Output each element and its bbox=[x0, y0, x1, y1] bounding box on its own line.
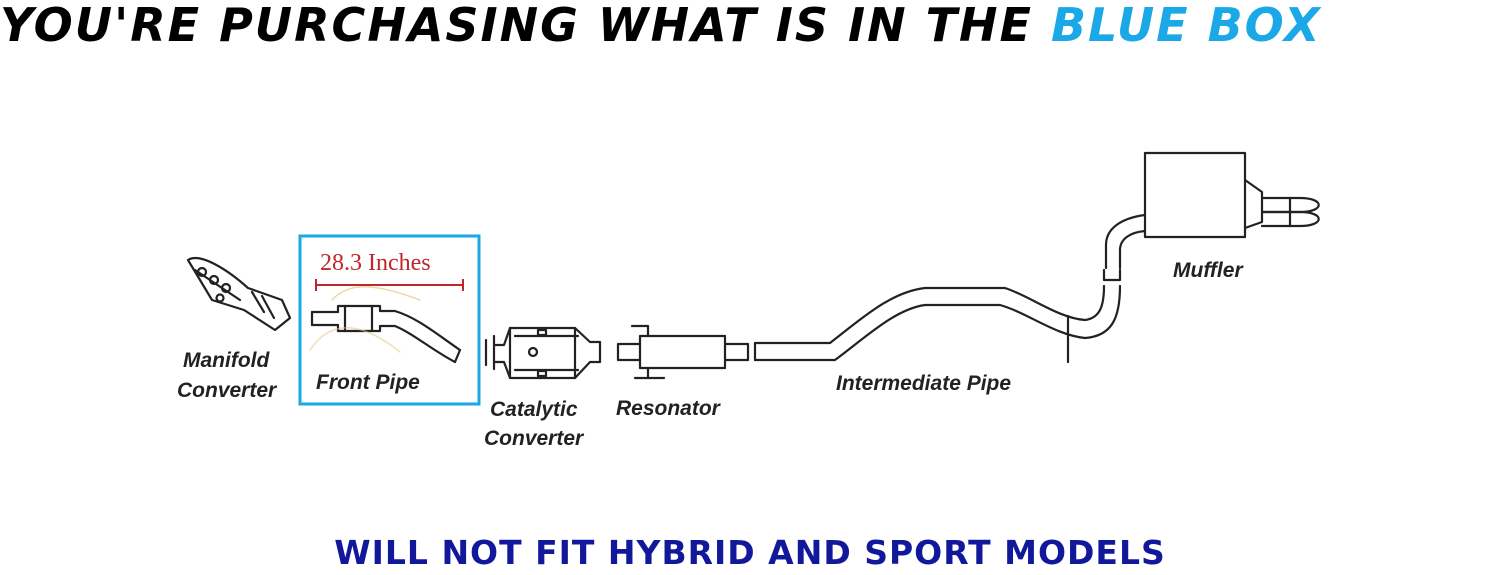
manifold-label-line1: Manifold bbox=[183, 349, 270, 372]
front-pipe-label: Front Pipe bbox=[316, 371, 420, 394]
footer-warning: WILL NOT FIT HYBRID AND SPORT MODELS bbox=[334, 533, 1166, 572]
measurement-label: 28.3 Inches bbox=[320, 250, 431, 276]
resonator-part bbox=[616, 324, 750, 380]
headline: YOU'RE PURCHASING WHAT IS IN THE BLUE BO… bbox=[0, 0, 1500, 50]
catalytic-label-line1: Catalytic bbox=[490, 398, 578, 421]
manifold-label-line2: Converter bbox=[177, 379, 278, 402]
selection-box bbox=[298, 234, 481, 406]
dimension-line bbox=[315, 279, 464, 291]
headline-highlight: BLUE BOX bbox=[1050, 0, 1322, 52]
manifold-converter-part bbox=[186, 257, 292, 332]
muffler-label: Muffler bbox=[1173, 259, 1244, 282]
front-pipe-part bbox=[309, 286, 462, 364]
catalytic-converter-part bbox=[484, 326, 602, 380]
muffler-part bbox=[1104, 151, 1320, 270]
intermediate-pipe-label: Intermediate Pipe bbox=[836, 372, 1011, 395]
headline-prefix: YOU'RE PURCHASING WHAT IS IN THE bbox=[0, 0, 1051, 52]
catalytic-label-line2: Converter bbox=[484, 427, 585, 450]
intermediate-pipe-part bbox=[753, 268, 1122, 364]
resonator-label: Resonator bbox=[616, 397, 722, 420]
